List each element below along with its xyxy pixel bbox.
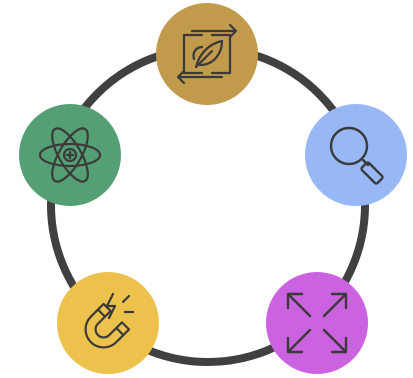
eco-exchange-icon [176, 23, 238, 85]
atom-icon [38, 127, 102, 183]
node-expand [266, 272, 368, 374]
node-eco-exchange [156, 3, 258, 105]
magnifier-icon [329, 126, 384, 185]
expand-arrows-icon [286, 292, 348, 354]
node-atom [19, 104, 121, 206]
magnet-energy-icon [84, 292, 135, 349]
node-magnet [57, 272, 159, 374]
node-magnifier [305, 104, 407, 206]
